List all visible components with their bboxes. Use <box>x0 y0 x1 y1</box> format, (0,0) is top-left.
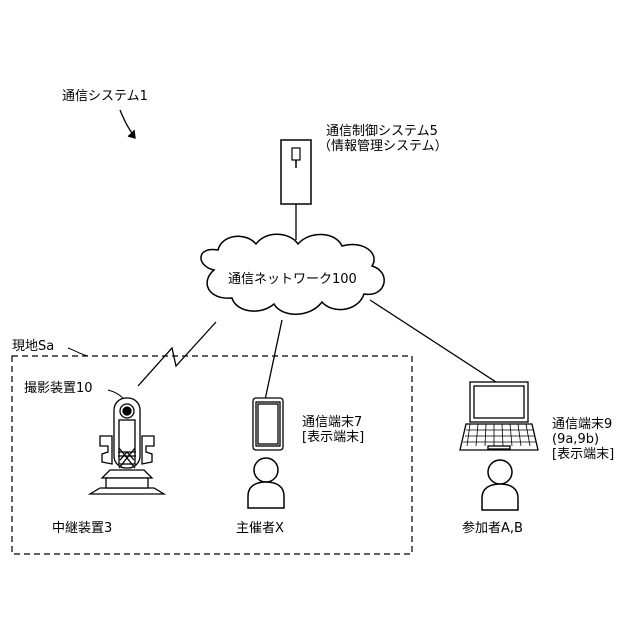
tablet-label: 通信端末7 [表示端末] <box>302 415 364 445</box>
laptop-icon <box>460 382 538 450</box>
line-network-tablet <box>265 320 282 400</box>
laptop-role: [表示端末] <box>552 447 614 462</box>
camera-icon <box>114 398 140 468</box>
participant-label: 参加者A,B <box>462 521 523 536</box>
system-arrow <box>120 110 135 138</box>
control-system-name: 通信制御システム5 <box>326 124 448 139</box>
site-label: 現地Sa <box>12 339 54 354</box>
participant-person-icon <box>482 460 518 510</box>
tablet-role: [表示端末] <box>302 430 364 445</box>
line-network-laptop <box>370 300 496 382</box>
site-label-leader <box>68 348 88 356</box>
server-icon <box>281 140 311 204</box>
system-label: 通信システム1 <box>62 89 148 104</box>
tablet-icon <box>253 398 283 450</box>
relay-label: 中継装置3 <box>52 521 112 536</box>
laptop-ids: (9a,9b) <box>552 432 614 447</box>
wireless-link <box>138 322 216 386</box>
control-system-subname: （情報管理システム） <box>318 139 448 154</box>
laptop-label: 通信端末9 (9a,9b) [表示端末] <box>552 417 614 462</box>
tablet-name: 通信端末7 <box>302 415 364 430</box>
laptop-name: 通信端末9 <box>552 417 614 432</box>
host-label: 主催者X <box>236 521 284 536</box>
host-person-icon <box>248 458 284 508</box>
control-system-label: 通信制御システム5 （情報管理システム） <box>326 124 448 154</box>
network-label: 通信ネットワーク100 <box>228 272 357 287</box>
camera-label: 撮影装置10 <box>24 381 93 396</box>
